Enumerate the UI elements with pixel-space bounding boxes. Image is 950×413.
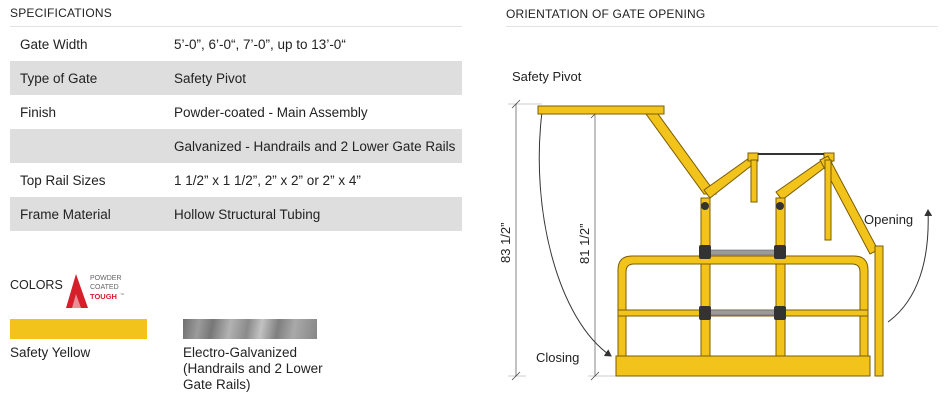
spec-label: Finish — [20, 104, 57, 120]
opening-arrow-icon — [887, 209, 933, 323]
spec-label: Gate Width — [20, 36, 88, 52]
closing-arrow-icon — [538, 111, 612, 357]
spec-value: Galvanized - Handrails and 2 Lower Gate … — [174, 138, 456, 154]
logo-line-2: COATED — [90, 284, 119, 291]
spec-value: Powder-coated - Main Assembly — [174, 104, 368, 120]
safety-pivot-label: Safety Pivot — [512, 69, 582, 84]
logo-line-3: TOUGH — [90, 292, 117, 301]
logo-mark-icon — [66, 274, 88, 308]
spec-row-top-rail-sizes: Top Rail Sizes 1 1/2” x 1 1/2”, 2” x 2” … — [10, 163, 462, 197]
opening-label: Opening — [864, 212, 913, 227]
specifications-title: SPECIFICATIONS — [10, 6, 112, 20]
spec-label: Top Rail Sizes — [20, 172, 106, 188]
safety-yellow-swatch — [10, 319, 147, 339]
electro-galvanized-swatch — [183, 319, 317, 339]
specifications-divider — [10, 26, 462, 27]
spec-value: Safety Pivot — [174, 70, 247, 86]
colors-label: COLORS — [10, 278, 63, 292]
closing-label: Closing — [536, 350, 579, 365]
logo-trademark: ™ — [120, 292, 124, 297]
dimension-inner: 81 1/2” — [577, 109, 616, 381]
spec-value: 1 1/2” x 1 1/2”, 2” x 2” or 2” x 4” — [174, 172, 361, 188]
spec-label: Type of Gate — [20, 70, 98, 86]
safety-pivot-gate-icon — [537, 105, 884, 377]
spec-value: Hollow Structural Tubing — [174, 206, 321, 222]
electro-galvanized-name: Electro-Galvanized (Handrails and 2 Lowe… — [183, 345, 353, 393]
spec-row-finish: Finish Powder-coated - Main Assembly — [10, 95, 462, 129]
galvanized-name-line-1: Electro-Galvanized — [183, 345, 298, 360]
spec-row-frame-material: Frame Material Hollow Structural Tubing — [10, 197, 462, 231]
dimension-83-label: 83 1/2” — [498, 223, 513, 263]
spec-value: 5’-0”, 6’-0“, 7’-0”, up to 13’-0“ — [174, 36, 346, 52]
spec-row-gate-width: Gate Width 5’-0”, 6’-0“, 7’-0”, up to 13… — [10, 27, 462, 61]
specifications-table: Gate Width 5’-0”, 6’-0“, 7’-0”, up to 13… — [10, 27, 462, 231]
galvanized-name-line-3: Gate Rails) — [183, 377, 251, 392]
spec-row-finish-galvanized: Galvanized - Handrails and 2 Lower Gate … — [10, 129, 462, 163]
dimension-81-label: 81 1/2” — [577, 224, 592, 264]
spec-row-type-of-gate: Type of Gate Safety Pivot — [10, 61, 462, 95]
galvanized-name-line-2: (Handrails and 2 Lower — [183, 361, 323, 376]
spec-label: Frame Material — [20, 206, 111, 222]
orientation-title: ORIENTATION OF GATE OPENING — [506, 7, 706, 21]
dimension-outer: 83 1/2” — [498, 99, 542, 381]
orientation-divider — [506, 26, 938, 27]
hinge-fittings — [699, 202, 786, 320]
powder-coated-tough-logo: POWDER COATED TOUGH ™ — [66, 274, 124, 308]
gate-diagram: Safety Pivot 83 1/2” 81 1/2” Closing Ope… — [498, 69, 933, 381]
logo-line-1: POWDER — [90, 275, 122, 282]
safety-yellow-name: Safety Yellow — [10, 345, 91, 360]
